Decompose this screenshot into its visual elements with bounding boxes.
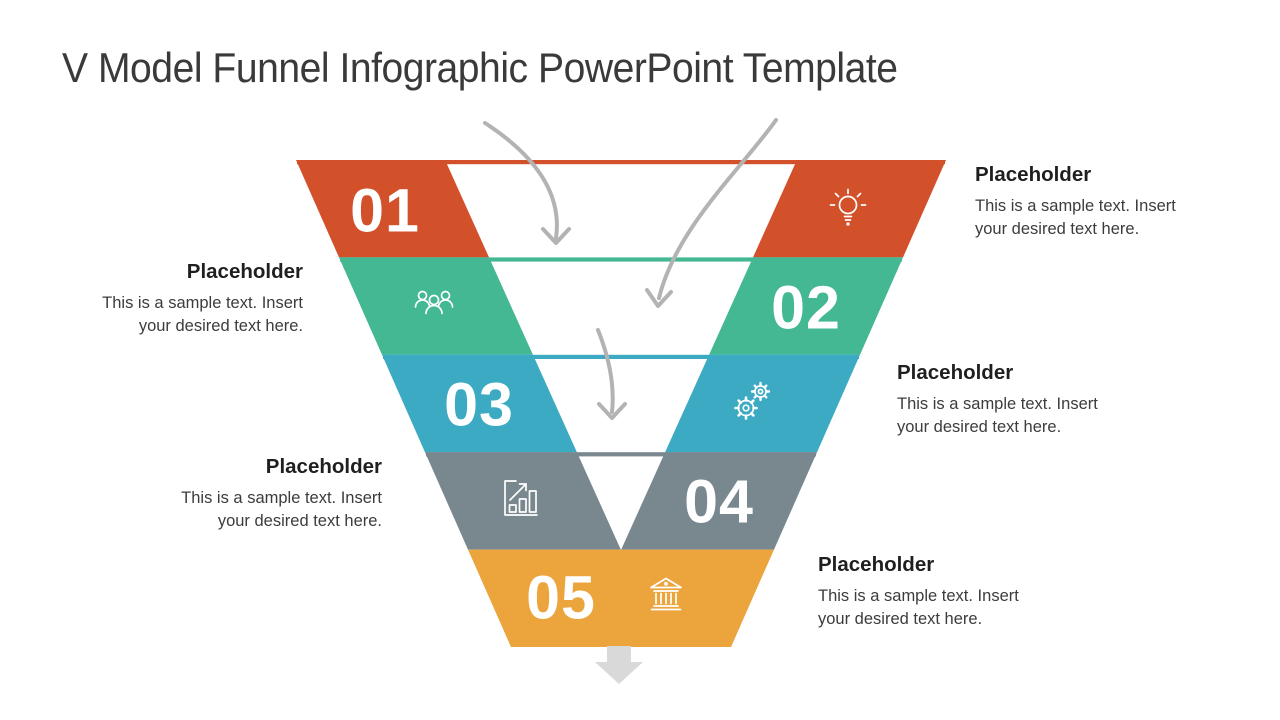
placeholder-heading: Placeholder (975, 163, 1092, 186)
placeholder-heading: Placeholder (897, 361, 1014, 384)
placeholder-heading: Placeholder (186, 260, 303, 283)
placeholder-body: This is a sample text. Insert your desir… (897, 395, 1098, 436)
placeholder-block-4: Placeholder This is a sample text. Inser… (122, 455, 382, 533)
level-number-4: 04 (684, 467, 754, 536)
placeholder-body: This is a sample text. Insert your desir… (818, 587, 1019, 628)
bar-chart-icon (504, 480, 538, 516)
level-number-2: 02 (771, 273, 841, 342)
slide-title: V Model Funnel Infographic PowerPoint Te… (62, 44, 898, 91)
placeholder-block-5: Placeholder This is a sample text. Inser… (818, 553, 1078, 631)
lightbulb-icon (829, 188, 867, 226)
placeholder-body: This is a sample text. Insert your desir… (975, 197, 1176, 238)
level-number-5: 05 (526, 563, 596, 632)
band-3-top-rail (383, 354, 859, 359)
flow-arrow-3-head (597, 402, 627, 420)
flow-arrow-3 (596, 328, 615, 414)
flow-arrows-group (483, 118, 778, 420)
placeholder-block-3: Placeholder This is a sample text. Inser… (897, 361, 1157, 439)
gears-icon (734, 381, 771, 420)
band-2-top-rail (340, 257, 902, 262)
placeholder-heading: Placeholder (265, 455, 382, 478)
bank-icon (650, 577, 682, 611)
flow-arrow-1 (483, 121, 559, 240)
placeholder-block-2: Placeholder This is a sample text. Inser… (43, 260, 303, 338)
placeholder-block-1: Placeholder This is a sample text. Inser… (975, 163, 1235, 241)
band-4-top-rail (426, 452, 816, 457)
band-1-top-rail (297, 160, 945, 165)
level-number-3: 03 (444, 370, 514, 439)
placeholder-body: This is a sample text. Insert your desir… (181, 489, 382, 530)
level-number-1: 01 (350, 176, 420, 245)
placeholder-heading: Placeholder (818, 553, 935, 576)
people-icon (414, 290, 454, 315)
flow-arrow-2 (657, 118, 778, 300)
flow-arrow-1-head (541, 227, 571, 245)
placeholder-body: This is a sample text. Insert your desir… (102, 294, 303, 335)
flow-arrow-2-head (645, 288, 673, 308)
funnel-band-5 (468, 549, 774, 647)
down-arrow-icon (595, 646, 643, 684)
